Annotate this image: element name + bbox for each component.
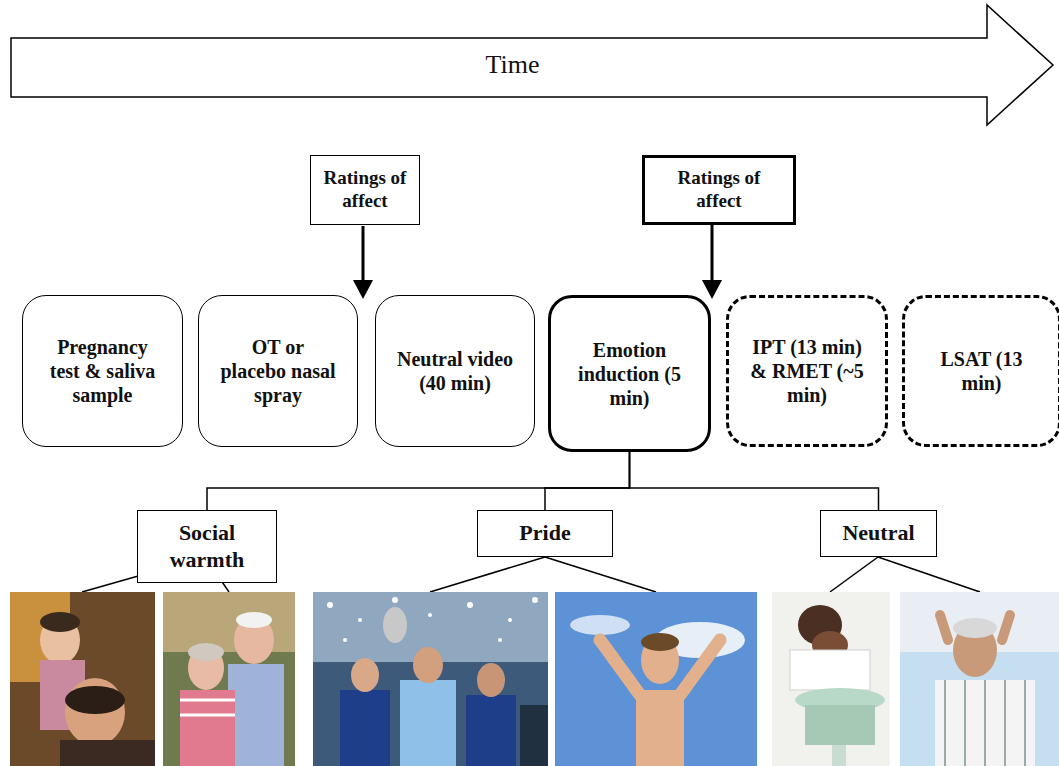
tree-connector	[207, 452, 630, 510]
step-box: OT or placebo nasal spray	[198, 295, 358, 447]
rating-box: Ratings of affect	[642, 155, 796, 225]
condition-box: Social warmth	[137, 510, 277, 583]
photo	[555, 592, 757, 766]
rating-arrow	[353, 223, 722, 299]
node-label: Pride	[519, 520, 570, 546]
condition-box: Pride	[477, 510, 613, 557]
photo	[900, 592, 1059, 766]
photo	[163, 592, 295, 766]
tree-connector	[630, 452, 879, 510]
tree-connector	[545, 452, 630, 510]
node-label: LSAT (13 min)	[923, 347, 1040, 395]
rating-box: Ratings of affect	[310, 155, 420, 225]
step-box: Pregnancy test & saliva sample	[22, 295, 183, 447]
node-label: Pregnancy test & saliva sample	[41, 335, 164, 407]
step-box: Emotion induction (5 min)	[548, 295, 711, 452]
photo	[313, 592, 548, 766]
task-box: IPT (13 min) & RMET (~5 min)	[726, 295, 888, 447]
node-label: Time	[486, 49, 540, 80]
condition-box: Neutral	[820, 510, 937, 557]
photo	[10, 592, 155, 766]
task-box: LSAT (13 min)	[902, 295, 1059, 447]
node-label: OT or placebo nasal spray	[217, 335, 339, 407]
node-label: Emotion induction (5 min)	[569, 338, 690, 410]
node-label: Ratings of affect	[655, 167, 783, 213]
photo	[772, 592, 890, 766]
node-label: Ratings of affect	[321, 167, 409, 213]
step-box: Neutral video (40 min)	[375, 295, 535, 447]
node-label: Neutral	[842, 520, 914, 546]
node-label: Social warmth	[148, 520, 266, 573]
time-arrow: Time	[10, 4, 1055, 126]
node-label: IPT (13 min) & RMET (~5 min)	[747, 335, 867, 407]
node-label: Neutral video (40 min)	[394, 347, 516, 395]
